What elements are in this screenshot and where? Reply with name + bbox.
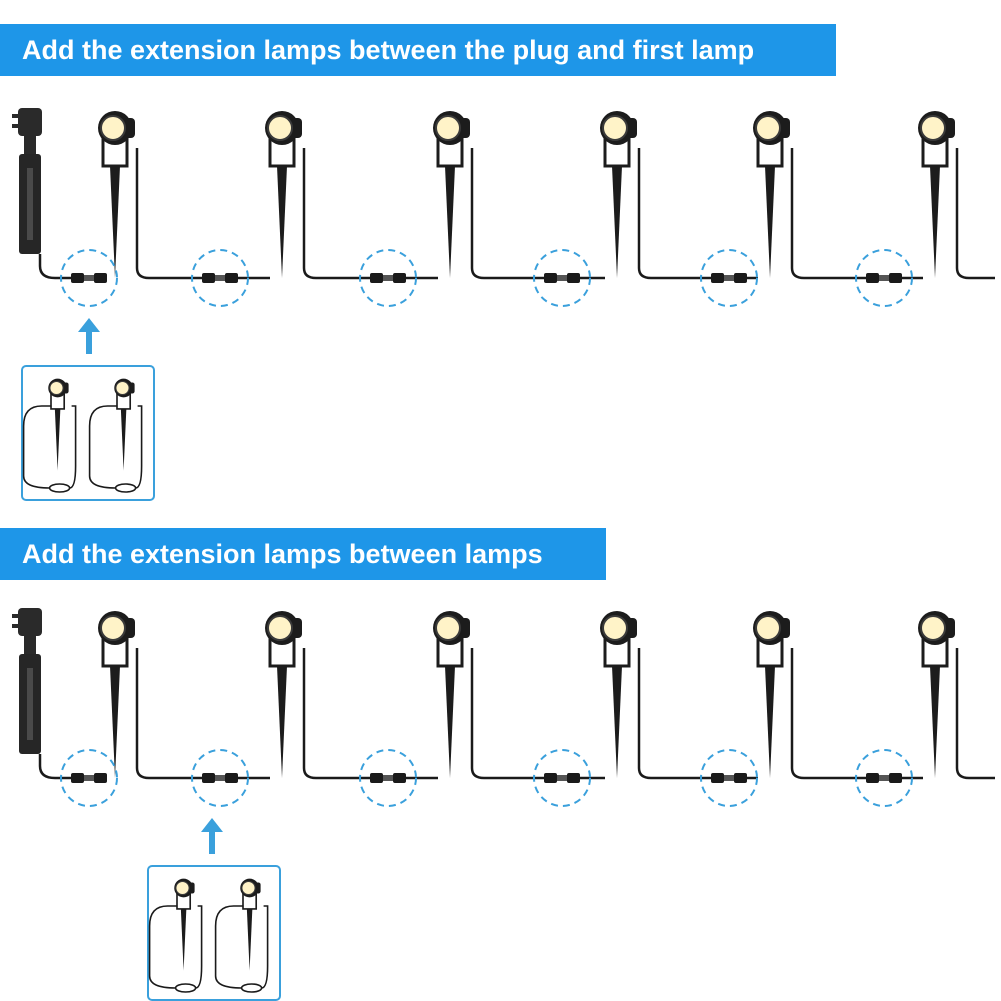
extension-lamp-icon: [240, 878, 261, 971]
connector-highlight: [359, 749, 417, 807]
plug-adapter-icon: [12, 608, 42, 754]
connector-highlight: [533, 749, 591, 807]
connector-highlight: [359, 249, 417, 307]
spotlight-icon: [753, 611, 790, 778]
spotlight-icon: [753, 111, 790, 278]
spotlight-icon: [600, 111, 637, 278]
cable-connector-icon: [711, 273, 747, 283]
extension-lamps-inset: [147, 865, 281, 1001]
cable-connector-icon: [711, 773, 747, 783]
cable-connector-icon: [71, 273, 107, 283]
cable-connector-icon: [202, 273, 238, 283]
connector-highlight: [533, 249, 591, 307]
connector-highlight: [855, 249, 913, 307]
connector-highlight: [700, 249, 758, 307]
spotlight-icon: [98, 611, 135, 778]
plug-adapter-icon: [12, 108, 42, 254]
section-title-between-lamps: Add the extension lamps between lamps: [0, 528, 606, 580]
cable-run: [38, 148, 995, 280]
cable-connector-icon: [544, 273, 580, 283]
cable-connector-icon: [866, 773, 902, 783]
spotlight-icon: [600, 611, 637, 778]
spotlight-icon: [918, 611, 955, 778]
cable-connector-icon: [544, 773, 580, 783]
cable-connector-icon: [370, 773, 406, 783]
connector-highlight: [855, 749, 913, 807]
extension-lamps-inset: [21, 365, 155, 501]
section-title-plug-first-lamp: Add the extension lamps between the plug…: [0, 24, 836, 76]
spotlight-icon: [433, 111, 470, 278]
spotlight-icon: [433, 611, 470, 778]
spotlight-icon: [265, 111, 302, 278]
connector-highlight: [60, 249, 118, 307]
connector-highlight: [60, 749, 118, 807]
extension-lamp-icon: [174, 878, 195, 971]
extension-lamp-icon: [114, 378, 135, 471]
cable-run: [38, 648, 995, 780]
up-arrow-icon: [78, 318, 100, 354]
cable-connector-icon: [866, 273, 902, 283]
wiring-diagram-plug-first-lamp: [12, 108, 995, 501]
connector-highlight: [700, 749, 758, 807]
wiring-diagram-between-lamps: [12, 608, 995, 1001]
cable-connector-icon: [370, 273, 406, 283]
cable-connector-icon: [71, 773, 107, 783]
spotlight-icon: [918, 111, 955, 278]
spotlight-icon: [98, 111, 135, 278]
connector-highlight: [191, 249, 249, 307]
cable-connector-icon: [202, 773, 238, 783]
connector-highlight: [191, 749, 249, 807]
spotlight-icon: [265, 611, 302, 778]
up-arrow-icon: [201, 818, 223, 854]
extension-lamp-icon: [48, 378, 69, 471]
